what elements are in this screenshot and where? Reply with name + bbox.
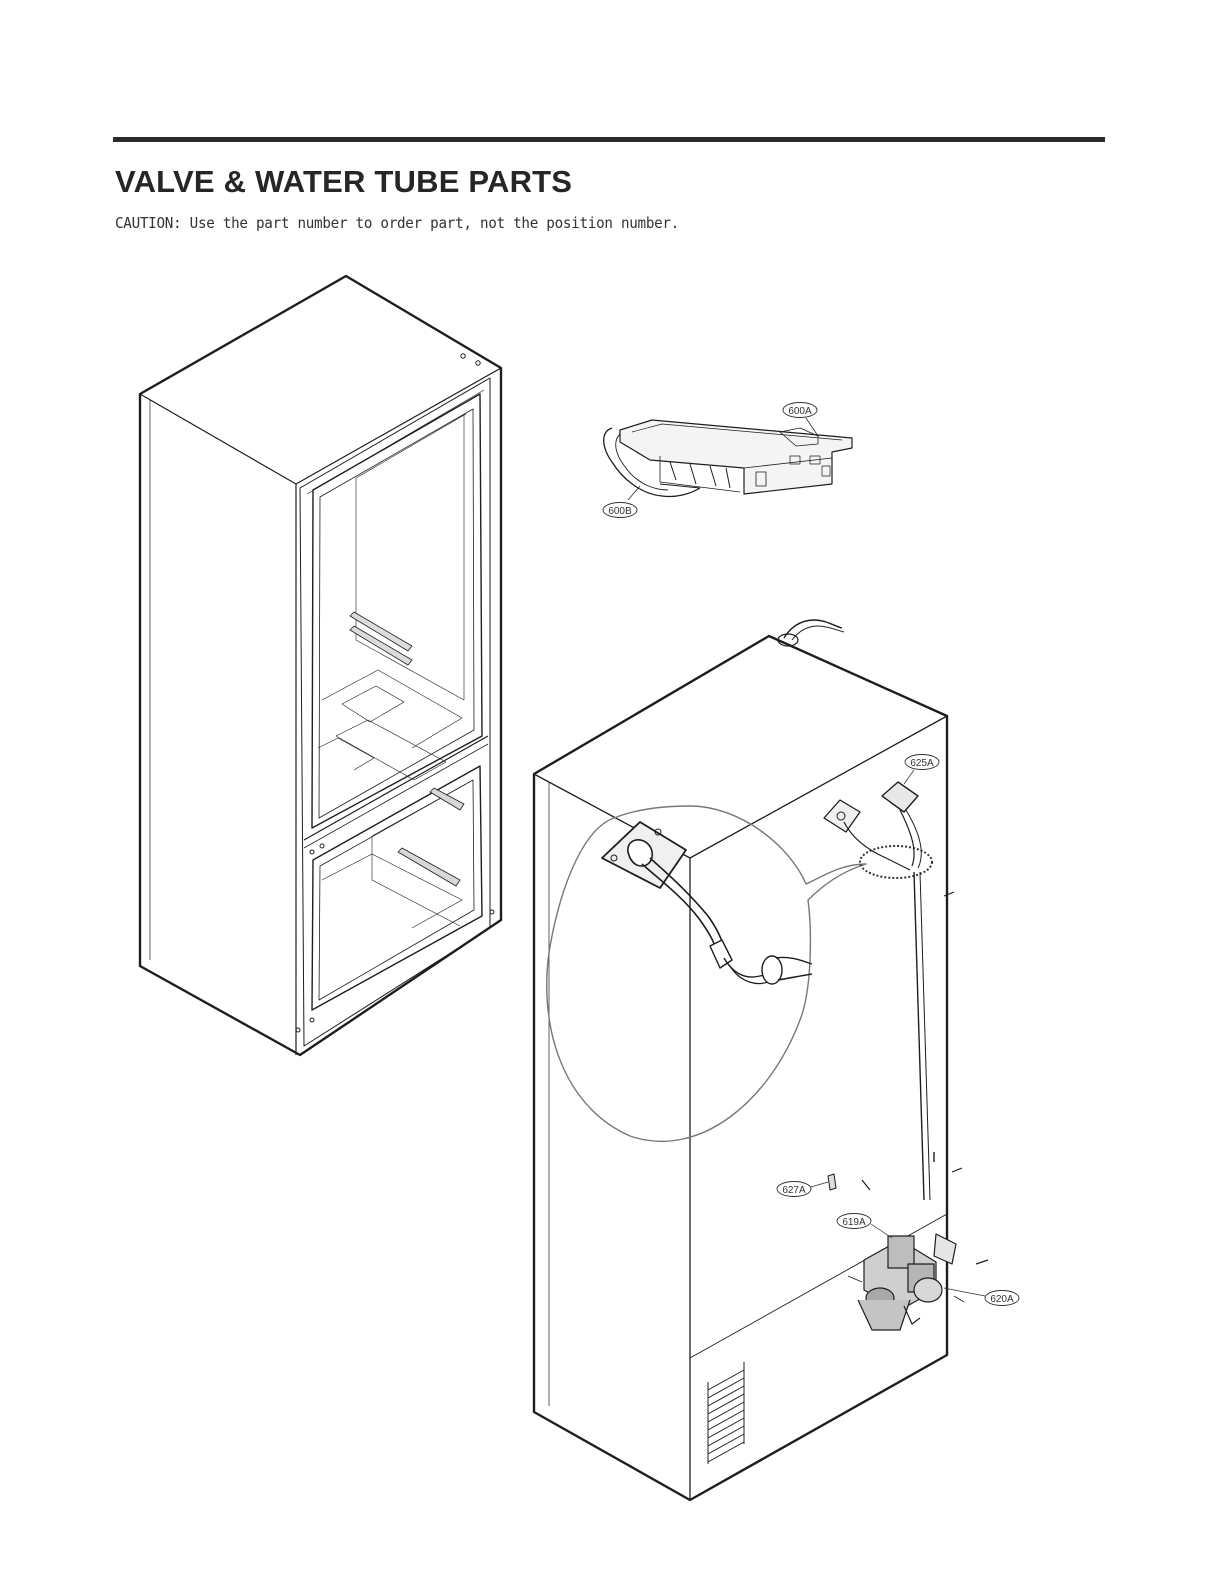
water-line-assembly xyxy=(823,781,989,1265)
callout-600A: 600A xyxy=(782,402,818,418)
callout-label-600B: 600B xyxy=(608,506,632,517)
detail-magnifier xyxy=(546,805,933,1142)
callout-label-625A: 625A xyxy=(910,758,934,769)
callout-625A: 625A xyxy=(903,754,940,785)
page-title: VALVE & WATER TUBE PARTS xyxy=(115,164,573,199)
refrigerator-cabinet-rear xyxy=(532,619,949,1502)
caution-note: CAUTION: Use the part number to order pa… xyxy=(115,214,680,232)
refrigerator-cabinet-front xyxy=(138,274,503,1057)
callout-620A: 620A xyxy=(943,1287,1020,1306)
callout-label-600A: 600A xyxy=(788,406,812,417)
callout-627A: 627A xyxy=(776,1181,829,1197)
callout-label-619A: 619A xyxy=(842,1217,866,1228)
water-tube-detail xyxy=(601,821,813,985)
callout-619A: 619A xyxy=(836,1213,893,1239)
water-valve xyxy=(847,1233,965,1331)
ice-maker-assembly xyxy=(603,417,853,501)
callout-label-627A: 627A xyxy=(782,1185,806,1196)
callout-label-620A: 620A xyxy=(990,1294,1014,1305)
callout-600B: 600B xyxy=(602,502,638,518)
top-rule xyxy=(113,137,1105,142)
